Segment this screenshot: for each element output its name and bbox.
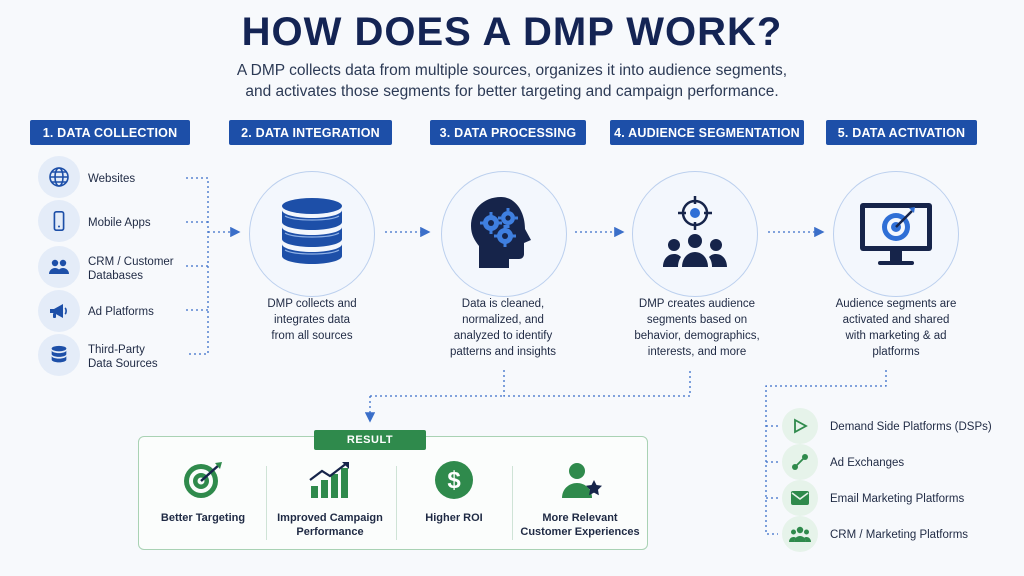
step-4-header: 4. AUDIENCE SEGMENTATION — [610, 120, 804, 145]
growth-chart-icon — [309, 462, 349, 498]
source-mobile-apps-label: Mobile Apps — [88, 217, 151, 229]
page-subtitle: A DMP collects data from multiple source… — [236, 62, 788, 100]
result-higher-roi: $ Higher ROI — [398, 460, 510, 540]
result-divider — [396, 466, 397, 540]
result-better-targeting: Better Targeting — [148, 460, 258, 540]
mail-icon — [782, 480, 818, 516]
audience-target-icon — [632, 171, 758, 297]
dollar-icon: $ — [435, 461, 473, 499]
step-2-header: 2. DATA INTEGRATION — [229, 120, 392, 145]
database-icon — [38, 334, 80, 376]
step-3-header: 3. DATA PROCESSING — [430, 120, 586, 145]
source-ad-platforms-label: Ad Platforms — [88, 306, 154, 318]
people-icon — [782, 516, 818, 552]
activation-dsp-label: Demand Side Platforms (DSPs) — [830, 421, 992, 433]
target-icon — [184, 462, 222, 498]
mobile-phone-icon — [38, 200, 80, 242]
result-divider — [266, 466, 267, 540]
globe-icon — [38, 156, 80, 198]
megaphone-icon — [38, 290, 80, 332]
step-5-header: 5. DATA ACTIVATION — [826, 120, 977, 145]
people-icon — [38, 246, 80, 288]
result-divider — [512, 466, 513, 540]
monitor-target-icon — [833, 171, 959, 297]
source-websites-label: Websites — [88, 173, 136, 185]
database-stack-icon — [249, 171, 375, 297]
user-star-icon — [562, 463, 602, 498]
activation-ad-exchanges-label: Ad Exchanges — [830, 457, 905, 469]
head-gears-icon — [441, 171, 567, 297]
page-title: HOW DOES A DMP WORK? — [241, 10, 783, 54]
step-1-header: 1. DATA COLLECTION — [30, 120, 190, 145]
result-badge: RESULT — [314, 430, 426, 450]
activation-email-label: Email Marketing Platforms — [830, 493, 965, 505]
svg-text:$: $ — [447, 467, 461, 494]
activation-crm-label: CRM / Marketing Platforms — [830, 529, 969, 541]
exchange-icon — [782, 444, 818, 480]
play-icon — [782, 408, 818, 444]
